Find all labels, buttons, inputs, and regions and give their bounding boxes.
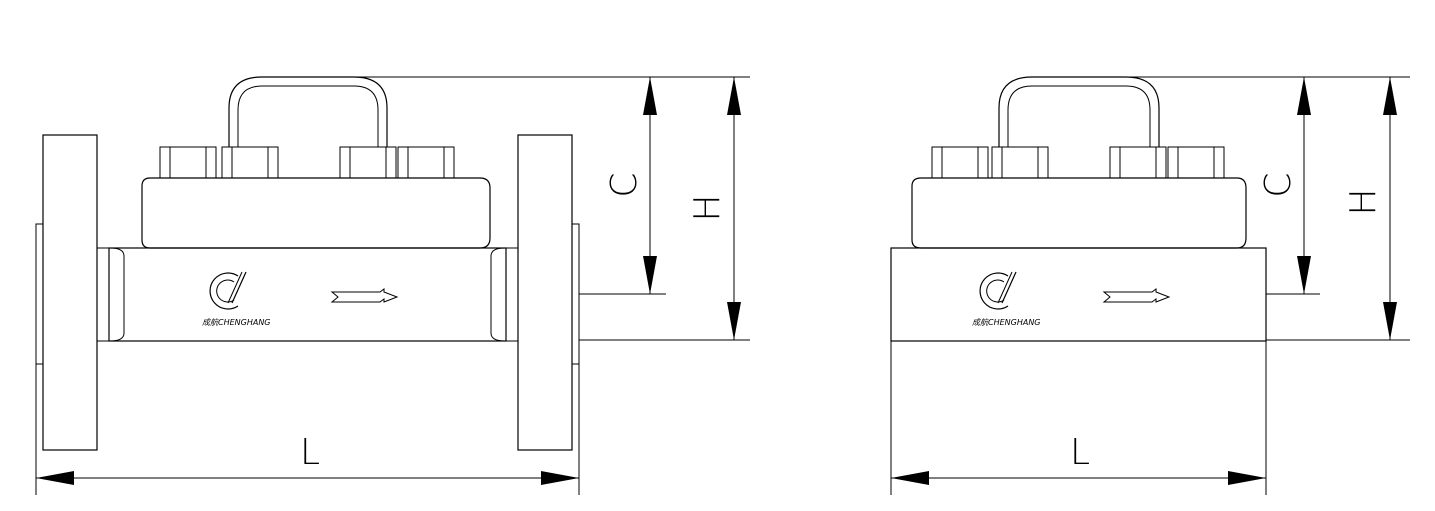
wafer-dimension-l — [890, 341, 1267, 495]
wafer-dimension-c-label: C — [1258, 172, 1299, 197]
wafer-body — [890, 247, 1267, 342]
wafer-dimension-c — [1032, 76, 1320, 295]
left-flange-gasket — [35, 223, 44, 365]
right-flange-gasket — [571, 223, 580, 365]
left-flange — [42, 134, 98, 451]
wafer-dimension-h — [1266, 76, 1410, 341]
right-weld-ring — [490, 247, 506, 342]
wafer-brand-logo — [979, 271, 1017, 310]
handle-bow-inner — [237, 85, 379, 147]
dimension-c — [262, 76, 666, 295]
dimension-h-label: H — [687, 194, 728, 221]
dimension-l — [35, 364, 580, 495]
wafer-handle-bow-inner — [1007, 85, 1151, 147]
right-flange — [517, 134, 573, 451]
dimension-c-label: C — [604, 172, 645, 197]
trap-cover — [141, 177, 491, 249]
bolt-group — [159, 146, 455, 179]
wafer-brand-label: 成航CHENGHANG — [972, 318, 1041, 327]
wafer-view: 成航CHENGHANG C H L — [890, 76, 1410, 495]
wafer-bolt-group — [931, 146, 1225, 179]
brand-label: 成航CHENGHANG — [202, 318, 271, 327]
flow-arrow — [330, 288, 399, 303]
wafer-flow-arrow — [1102, 288, 1171, 303]
brand-logo — [209, 271, 247, 310]
dimension-h — [579, 76, 750, 341]
left-flange-neck — [96, 247, 110, 342]
left-weld-ring — [109, 247, 125, 342]
wafer-dimension-h-label: H — [1343, 188, 1384, 215]
wafer-trap-cover — [911, 177, 1247, 249]
wafer-dimension-l-label: L — [1070, 432, 1090, 473]
right-flange-neck — [505, 247, 519, 342]
pipe-body — [108, 247, 507, 342]
flanged-view: 成航CHENGHANG C H L — [35, 76, 750, 495]
dimension-l-label: L — [300, 432, 320, 473]
